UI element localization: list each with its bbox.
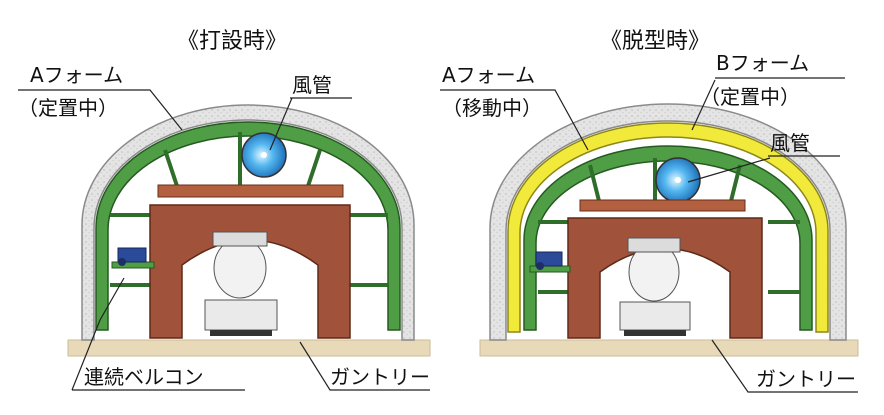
gantry-label-right: ガントリー <box>756 367 856 391</box>
conveyor-balcony-left <box>112 248 154 268</box>
mixer-truck-left <box>205 232 277 336</box>
duct-label-left: 風管 <box>292 73 332 97</box>
air-duct-center-left <box>261 152 267 158</box>
panel-left: 《打設時》 <box>18 29 430 390</box>
ground-right <box>480 340 858 356</box>
panel-right-title: 《脱型時》 <box>600 29 710 54</box>
air-duct-center-right <box>675 177 681 183</box>
form-a-label-right: Aフォーム <box>442 63 535 87</box>
gantry-deck-left <box>158 185 343 197</box>
form-a-state-left: （定置中） <box>18 96 118 120</box>
form-a-state-right: （移動中） <box>442 96 542 120</box>
panel-right: 《脱型時》 <box>440 29 858 392</box>
panel-left-title: 《打設時》 <box>177 29 287 54</box>
form-a-label-left: Aフォーム <box>30 63 123 87</box>
form-b-state-right: （定置中） <box>700 85 800 109</box>
form-b-label-right: Bフォーム <box>716 51 809 75</box>
balcony-label-left: 連続ベルコン <box>84 365 204 389</box>
ground-left <box>68 340 430 356</box>
conveyor-balcony-right <box>530 252 570 272</box>
gantry-label-left: ガントリー <box>330 365 430 389</box>
gantry-deck-right <box>580 200 745 211</box>
duct-label-right: 風管 <box>770 131 810 155</box>
